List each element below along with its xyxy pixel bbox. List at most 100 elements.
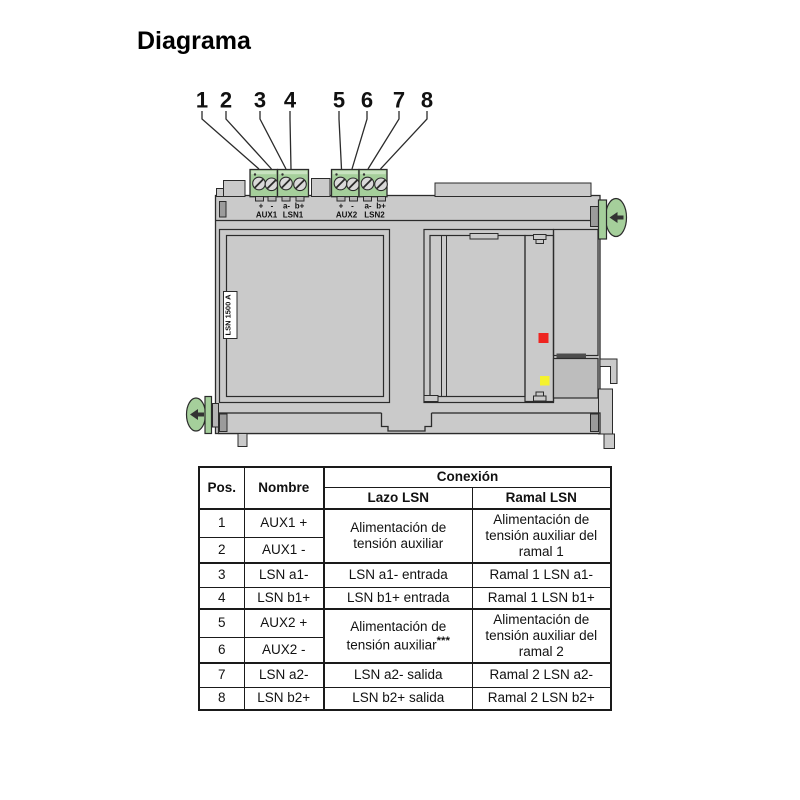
terminal-sign: b+ <box>295 202 305 211</box>
callout-lines <box>201 111 428 170</box>
table-row: 5 AUX2 + Alimentación de tensión auxilia… <box>198 608 612 664</box>
rail-tab-right <box>590 413 599 432</box>
callout-numbers: 1 2 3 4 5 6 7 8 <box>196 88 433 113</box>
col-header-conexion: Conexión <box>323 466 612 488</box>
left-foot <box>237 433 248 447</box>
ramal-cell: Alimentación de tensión auxiliar del ram… <box>471 508 612 564</box>
terminal-dot <box>253 173 257 176</box>
nombre-cell: AUX2 + <box>243 608 325 638</box>
right-top-tab <box>590 206 599 227</box>
terminal-foot <box>255 196 264 202</box>
table-row: 7 LSN a2- LSN a2- salida Ramal 2 LSN a2- <box>198 662 612 688</box>
callout-number: 3 <box>254 88 266 113</box>
nombre-cell: LSN a1- <box>243 562 325 588</box>
rail-notch-fill <box>381 412 432 431</box>
module-label-box <box>223 291 238 339</box>
terminal-sign: + <box>339 202 344 211</box>
strip-notch-top <box>533 234 547 240</box>
table-row: 3 LSN a1- LSN a1- entrada Ramal 1 LSN a1… <box>198 562 612 588</box>
terminal-foot <box>295 196 305 202</box>
nombre-cell: LSN b2+ <box>243 686 325 711</box>
callout-number: 1 <box>196 88 208 113</box>
terminal-name: LSN1 <box>283 211 304 220</box>
callout-line <box>380 111 428 170</box>
col-header-lazo: Lazo LSN <box>323 486 473 510</box>
mounting-screw-bottom-left <box>185 395 219 435</box>
screw-arrow-icon <box>190 409 204 420</box>
top-right-bump <box>434 182 592 197</box>
callout-line <box>225 111 272 170</box>
terminal-name: AUX1 <box>256 211 278 220</box>
pos-cell: 4 <box>198 586 245 610</box>
terminal-sign: + <box>259 202 264 211</box>
ramal-cell: Ramal 1 LSN b1+ <box>471 586 612 610</box>
din-clip <box>599 358 618 384</box>
terminal-block-aux1 <box>249 168 279 202</box>
terminal-block-lsn2 <box>358 168 388 202</box>
right-lower-box <box>552 357 599 399</box>
terminal-sign: b+ <box>376 202 386 211</box>
panel-bottom-tab <box>423 395 439 402</box>
left-panel-outer <box>218 228 391 404</box>
terminal-dot <box>335 173 338 176</box>
table-row: 1 AUX1 + Alimentación de tensión auxilia… <box>198 508 612 564</box>
callout-number: 2 <box>220 88 232 113</box>
col-header-ramal: Ramal LSN <box>471 486 612 510</box>
terminal-name: LSN2 <box>364 211 385 220</box>
callout-number: 4 <box>284 88 297 113</box>
terminal-dot <box>362 173 366 176</box>
right-foot <box>603 433 615 449</box>
connection-table: Pos. Nombre Conexión Lazo LSN Ramal LSN … <box>198 466 612 711</box>
pos-cell: 8 <box>198 686 245 711</box>
panel-top-tab <box>469 233 499 240</box>
nombre-cell: LSN b1+ <box>243 586 325 610</box>
terminal-dot <box>281 173 284 176</box>
table-row: 8 LSN b2+ LSN b2+ salida Ramal 2 LSN b2+ <box>198 686 612 711</box>
module-housing: LSN 1500 A <box>214 178 618 449</box>
terminal-foot <box>363 196 372 202</box>
top-left-bump <box>223 180 246 197</box>
strip-notch-top2 <box>535 239 544 244</box>
lazo-cell: LSN b1+ entrada <box>323 586 473 610</box>
callout-line <box>201 111 260 170</box>
ramal-cell: Ramal 2 LSN a2- <box>471 662 612 688</box>
callout-line <box>338 111 343 170</box>
terminal-foot <box>336 196 346 202</box>
terminal-foot <box>267 196 277 202</box>
callout-number: 5 <box>333 88 345 113</box>
table-row: 4 LSN b1+ LSN b1+ entrada Ramal 1 LSN b1… <box>198 586 612 610</box>
screw-plate <box>204 395 213 435</box>
screw-plate <box>597 199 608 240</box>
mounting-screw-top-right <box>597 197 628 240</box>
page-title: Diagrama <box>137 27 251 55</box>
pos-cell: 1 <box>198 508 245 538</box>
terminal-sign: a- <box>364 202 371 211</box>
terminal-block-aux2 <box>330 168 360 202</box>
pos-cell: 6 <box>198 636 245 664</box>
screw-side-tab <box>212 403 219 428</box>
callout-line <box>367 111 400 170</box>
lazo-cell: Alimentación de tensión auxiliar <box>323 508 473 564</box>
pos-cell: 2 <box>198 536 245 564</box>
rail-notch <box>380 413 433 432</box>
led-red <box>538 333 549 343</box>
callout-line <box>289 111 292 170</box>
nombre-cell: LSN a2- <box>243 662 325 688</box>
strip-notch-bottom2 <box>535 391 544 397</box>
callout-line <box>259 111 287 170</box>
module-label: LSN 1500 A <box>224 294 233 336</box>
terminal-labels: + - AUX1 a- b+ LSN1 + - AUX2 a- b+ LSN2 <box>256 202 386 220</box>
nombre-cell: AUX1 - <box>243 536 325 564</box>
pos-cell: 5 <box>198 608 245 638</box>
terminal-foot <box>281 196 291 202</box>
callout-number: 7 <box>393 88 405 113</box>
terminal-blocks <box>249 168 388 202</box>
terminal-block-lsn1 <box>276 168 310 202</box>
rail-tab-left <box>219 413 228 432</box>
ramal-cell: Ramal 2 LSN b2+ <box>471 686 612 711</box>
table-row: 6 AUX2 - <box>198 636 611 664</box>
ramal-cell: Ramal 1 LSN a1- <box>471 562 612 588</box>
nombre-cell: AUX1 + <box>243 508 325 538</box>
terminal-sign: - <box>351 202 354 211</box>
callout-line <box>351 111 368 170</box>
